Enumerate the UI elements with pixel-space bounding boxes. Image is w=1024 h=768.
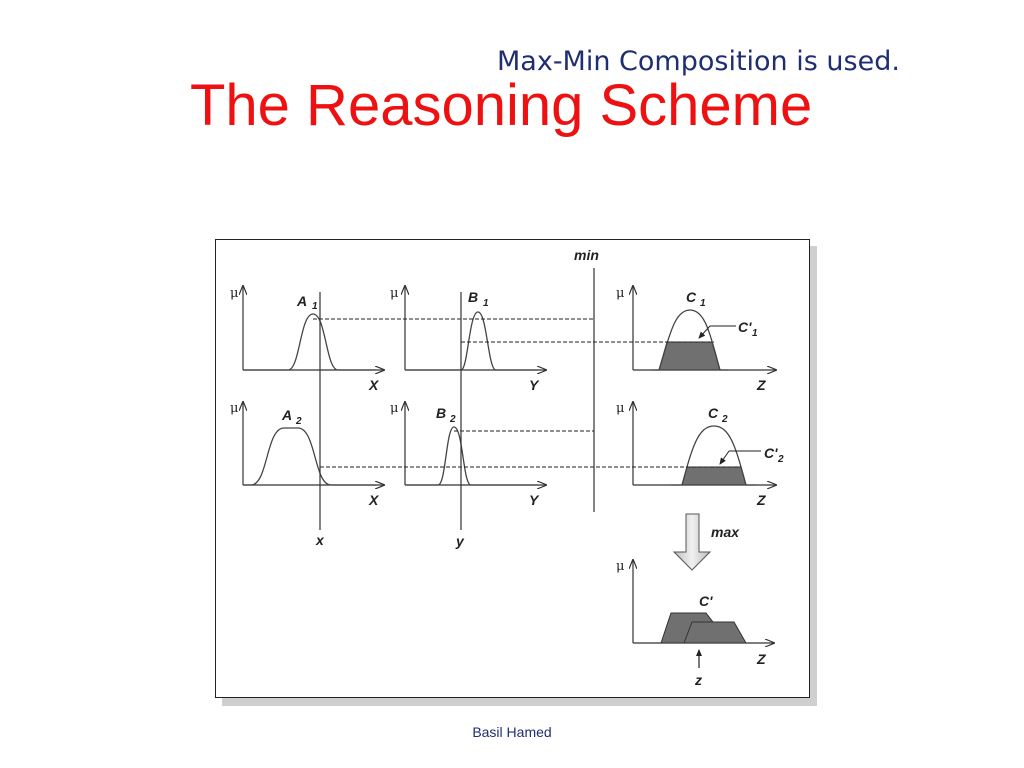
- input-x-label: x: [315, 532, 325, 548]
- mu-label: μ: [230, 286, 238, 301]
- plot-a2: μ A 2 X: [230, 401, 384, 508]
- curve-a1: [243, 313, 376, 371]
- label-a2: A: [281, 407, 292, 423]
- mu-label: μ: [390, 286, 398, 301]
- label-b1: B: [468, 289, 478, 305]
- label-a1: A: [296, 293, 307, 309]
- min-label: min: [574, 247, 599, 263]
- label-c2-sub: 2: [721, 414, 728, 425]
- mu-label: μ: [616, 559, 624, 574]
- axis-z-label: Z: [756, 492, 766, 508]
- curve-b1: [405, 311, 538, 371]
- label-b2: B: [436, 405, 446, 421]
- max-label: max: [711, 524, 740, 540]
- curve-a2: [243, 427, 376, 486]
- slide-footer: Basil Hamed: [472, 724, 552, 740]
- plot-c1: μ C 1 C' 1 Z: [616, 286, 776, 393]
- shaded-c1-prime: [658, 341, 721, 371]
- label-c1: C: [686, 289, 697, 305]
- mu-label: μ: [616, 401, 624, 416]
- aggregated-shape: [660, 612, 747, 644]
- axis-z-label: Z: [756, 651, 766, 667]
- plot-b1: μ B 1 Y: [390, 286, 546, 393]
- axis-x-label: X: [368, 492, 380, 508]
- reasoning-figure: min μ A 1 X μ B 1 Y μ: [215, 239, 810, 698]
- mu-label: μ: [616, 286, 624, 301]
- label-c1-prime-sub: 1: [752, 328, 758, 339]
- label-c2-prime: C': [764, 445, 778, 461]
- slide-subtitle: Max-Min Composition is used.: [497, 46, 900, 77]
- label-c2-prime-sub: 2: [777, 454, 784, 465]
- axis-y-label: Y: [529, 377, 540, 393]
- label-a1-sub: 1: [312, 301, 318, 312]
- label-a2-sub: 2: [295, 416, 302, 427]
- curve-c1: [651, 309, 728, 371]
- curve-b2: [405, 426, 538, 486]
- label-c2: C: [708, 405, 719, 421]
- shaded-c2-prime: [681, 466, 747, 486]
- label-b1-sub: 1: [483, 298, 489, 309]
- axis-z-label: Z: [756, 377, 766, 393]
- mu-label: μ: [390, 401, 398, 416]
- mu-label: μ: [230, 401, 238, 416]
- plot-c2: μ C 2 C' 2 Z: [616, 401, 784, 508]
- label-c-prime: C': [699, 593, 713, 609]
- plot-c-prime: μ C' Z z: [616, 559, 774, 688]
- plot-b2: μ B 2 Y: [390, 401, 546, 508]
- axis-x-label: X: [368, 377, 380, 393]
- max-arrow-icon: [672, 513, 712, 571]
- curve-c2: [671, 425, 756, 486]
- label-c1-prime: C': [738, 319, 752, 335]
- label-c1-sub: 1: [700, 298, 706, 309]
- output-z-label: z: [694, 672, 702, 688]
- reasoning-diagram: min μ A 1 X μ B 1 Y μ: [230, 247, 784, 688]
- axis-y-label: Y: [529, 492, 540, 508]
- slide-title: The Reasoning Scheme: [190, 73, 813, 138]
- input-y-label: y: [455, 533, 465, 549]
- plot-a1: μ A 1 X: [230, 286, 384, 393]
- label-b2-sub: 2: [449, 414, 456, 425]
